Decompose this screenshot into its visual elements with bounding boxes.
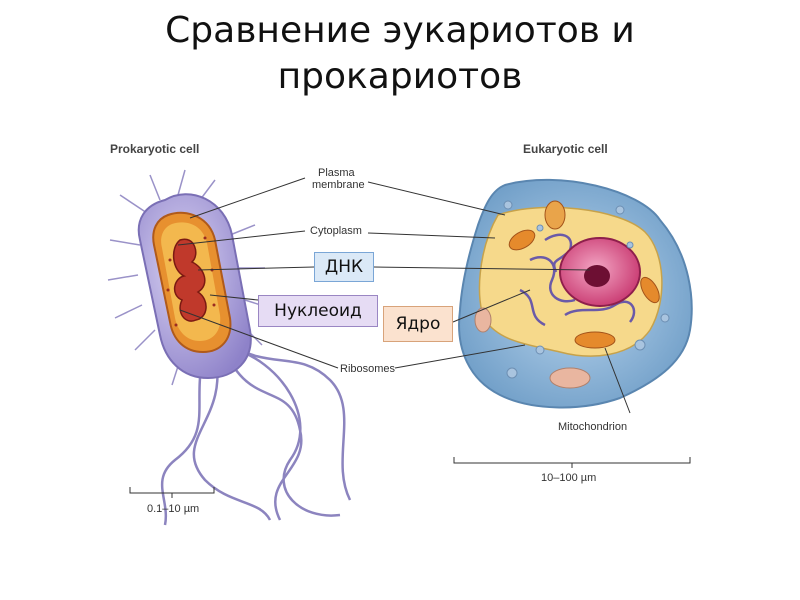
slide-title: Сравнение эукариотов и прокариотов: [0, 8, 800, 100]
label-cytoplasm: Cytoplasm: [310, 225, 362, 237]
flagella: [160, 343, 352, 526]
label-ribosomes: Ribosomes: [340, 363, 396, 375]
prokaryote-scale-bar: [129, 487, 215, 498]
label-mitochondrion: Mitochondrion: [558, 421, 627, 433]
eukaryotic-cell-heading: Eukaryotic cell: [523, 142, 608, 156]
label-plasma-membrane-line1: Plasma: [318, 167, 356, 179]
eukaryote-scale-bar: [453, 457, 691, 468]
title-line-1: Сравнение эукариотов и: [165, 10, 635, 51]
vesicles: [503, 200, 670, 379]
prokaryote-scale-label: 0.1–10 µm: [147, 503, 199, 515]
dna-callout: ДНК: [314, 252, 374, 282]
leader-lines: [177, 177, 631, 414]
nucleoid-callout: Нуклеоид: [258, 295, 378, 327]
title-line-2: прокариотов: [277, 56, 523, 97]
eukaryotic-cell-illustration: [458, 178, 693, 409]
eukaryote-scale-label: 10–100 µm: [541, 472, 596, 484]
label-plasma-membrane-line2: membrane: [312, 179, 365, 191]
prokaryotic-cell-illustration: [107, 169, 352, 526]
nucleus-callout: Ядро: [383, 306, 453, 342]
mitochondria: [508, 200, 660, 349]
prokaryotic-cell-heading: Prokaryotic cell: [110, 142, 199, 156]
